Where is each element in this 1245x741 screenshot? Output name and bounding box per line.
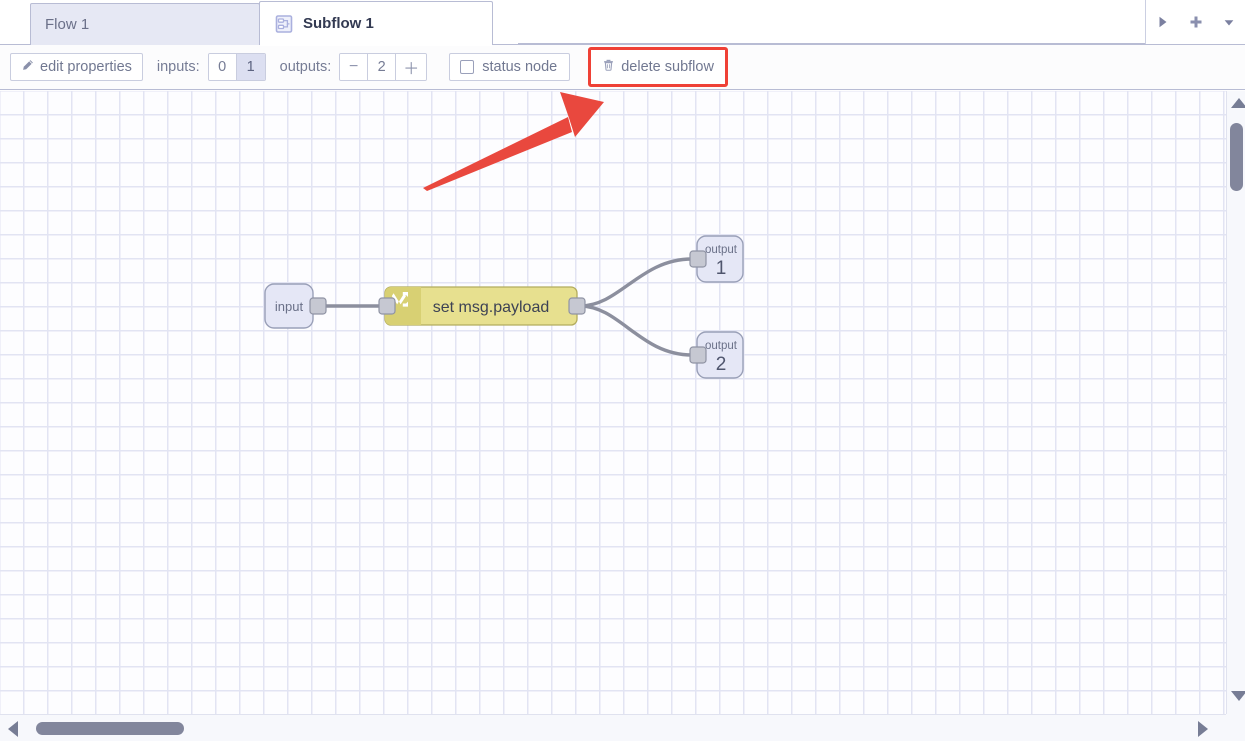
- tab-bar-controls: [1145, 0, 1245, 44]
- inputs-toggle-group[interactable]: 0 1: [207, 53, 266, 81]
- wire-change-to-output1: [578, 257, 694, 308]
- edit-properties-button[interactable]: edit properties: [10, 53, 143, 81]
- tab-flow-1-label: Flow 1: [45, 16, 90, 33]
- port-input-out[interactable]: [309, 297, 327, 315]
- node-change[interactable]: set msg.payload: [378, 286, 586, 326]
- play-arrow-icon[interactable]: [1151, 10, 1175, 34]
- tab-bar: Flow 1 Subflow 1: [0, 0, 1245, 46]
- node-output-1-label: output: [705, 244, 738, 256]
- subflow-icon: [274, 14, 294, 34]
- inputs-option-0[interactable]: 0: [208, 54, 237, 80]
- trash-icon: [602, 58, 615, 76]
- scrollbar-corner: [1226, 714, 1245, 741]
- inputs-option-1[interactable]: 1: [236, 54, 265, 80]
- tab-subflow-1-label: Subflow 1: [303, 15, 374, 32]
- status-node-label: status node: [482, 59, 558, 75]
- inputs-label: inputs:: [156, 59, 200, 75]
- pencil-icon: [21, 59, 34, 76]
- node-output-2[interactable]: output 2: [689, 331, 744, 379]
- delete-subflow-highlight: delete subflow: [588, 47, 728, 87]
- annotation-arrow-icon: [423, 92, 604, 191]
- node-output-1-number: 1: [716, 258, 727, 279]
- node-input-label: input: [275, 299, 304, 314]
- tab-flow-1[interactable]: Flow 1: [30, 3, 260, 45]
- node-output-1[interactable]: output 1: [689, 235, 744, 283]
- subflow-toolbar: edit properties inputs: 0 1 outputs: − 2…: [0, 45, 1245, 90]
- scroll-right-arrow-icon[interactable]: [1198, 721, 1208, 737]
- edit-properties-label: edit properties: [40, 59, 132, 75]
- tab-subflow-1[interactable]: Subflow 1: [259, 1, 493, 46]
- node-output-2-number: 2: [716, 354, 727, 375]
- outputs-stepper: − 2 ＋: [339, 53, 428, 81]
- scroll-left-arrow-icon[interactable]: [8, 721, 18, 737]
- port-change-out[interactable]: [568, 297, 586, 315]
- flow-diagram: input set msg.payload ou: [264, 92, 744, 379]
- outputs-decrement-button[interactable]: −: [340, 54, 369, 80]
- outputs-increment-button[interactable]: ＋: [396, 54, 427, 80]
- port-change-in[interactable]: [378, 297, 396, 315]
- status-node-checkbox[interactable]: status node: [449, 53, 571, 81]
- vertical-scrollbar[interactable]: [1226, 91, 1245, 714]
- wire-change-to-output2: [578, 304, 694, 357]
- delete-subflow-button[interactable]: delete subflow: [594, 53, 722, 81]
- scroll-down-arrow-icon[interactable]: [1231, 691, 1245, 701]
- port-output-1-in[interactable]: [689, 250, 707, 268]
- vertical-scroll-thumb[interactable]: [1230, 123, 1243, 191]
- node-input[interactable]: input: [264, 283, 327, 329]
- outputs-label: outputs:: [279, 59, 332, 75]
- checkbox-icon[interactable]: [460, 60, 475, 74]
- shuffle-icon: [391, 292, 408, 307]
- scroll-up-arrow-icon[interactable]: [1231, 98, 1245, 108]
- flow-canvas[interactable]: input set msg.payload ou: [0, 91, 1226, 714]
- horizontal-scroll-thumb[interactable]: [36, 722, 184, 735]
- port-output-2-in[interactable]: [689, 346, 707, 364]
- chevron-down-icon[interactable]: [1217, 10, 1241, 34]
- horizontal-scrollbar[interactable]: [0, 714, 1226, 741]
- outputs-value: 2: [368, 54, 397, 80]
- node-change-label: set msg.payload: [433, 299, 550, 316]
- add-flow-icon[interactable]: [1184, 10, 1208, 34]
- tabs-strip: Flow 1 Subflow 1: [0, 0, 493, 46]
- tab-bar-filler: [518, 0, 1145, 44]
- delete-subflow-label: delete subflow: [621, 59, 714, 75]
- node-output-2-label: output: [705, 340, 738, 352]
